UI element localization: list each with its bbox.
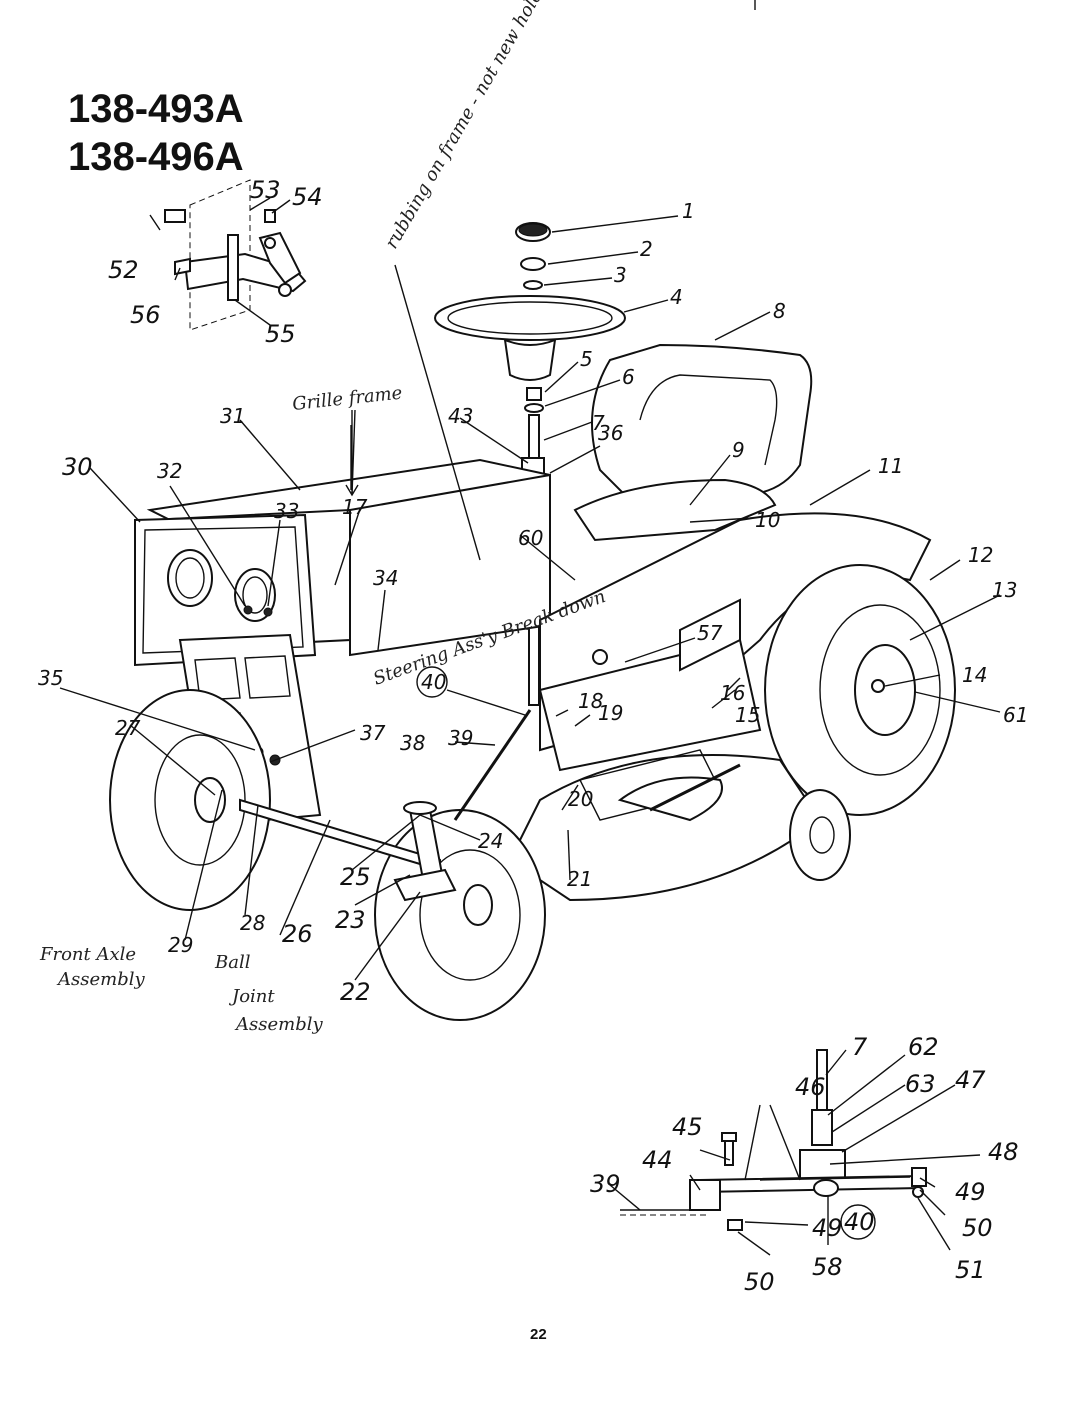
- lever-inset: [164, 179, 307, 331]
- callout-numbers: 1 2 3 4 5 6 7 8 9 10 11 12 13 14 15 16 1…: [38, 176, 1028, 1296]
- callout-17: 17: [342, 495, 368, 519]
- callout-34: 34: [373, 566, 398, 590]
- callout-39b: 39: [590, 1170, 621, 1198]
- callout-50b: 50: [744, 1268, 775, 1296]
- callout-61: 61: [1003, 703, 1028, 727]
- callout-63: 63: [905, 1070, 936, 1098]
- callout-40b: 40: [844, 1208, 875, 1236]
- callout-9: 9: [732, 438, 745, 462]
- callout-33: 33: [274, 499, 299, 523]
- model-number-1: 138-493A: [68, 87, 244, 131]
- callout-16: 16: [720, 681, 745, 705]
- callout-28: 28: [240, 911, 265, 935]
- callout-52: 52: [108, 256, 139, 284]
- callout-29: 29: [168, 933, 193, 957]
- callout-44: 44: [642, 1146, 673, 1174]
- callout-38: 38: [400, 731, 425, 755]
- callout-54: 54: [292, 183, 323, 211]
- callout-50: 50: [962, 1214, 993, 1242]
- page-number: 22: [530, 1326, 547, 1343]
- callout-43: 43: [448, 404, 473, 428]
- callout-20: 20: [568, 787, 593, 811]
- note-rubbing-frame: rubbing on frame - not new hole on frame: [381, 0, 590, 253]
- callout-55: 55: [265, 320, 296, 348]
- callout-8: 8: [773, 299, 786, 323]
- note-front-axle-2: Assembly: [56, 969, 145, 990]
- callout-57: 57: [697, 621, 723, 645]
- model-number-2: 138-496A: [68, 135, 244, 179]
- callout-30: 30: [62, 453, 93, 481]
- callout-12: 12: [968, 543, 993, 567]
- callout-7: 7: [592, 411, 605, 435]
- callout-53: 53: [250, 176, 281, 204]
- callout-45: 45: [672, 1113, 703, 1141]
- mower-deck: [508, 749, 851, 902]
- callout-3: 3: [614, 263, 627, 287]
- callout-35: 35: [38, 666, 63, 690]
- callout-7b: 7: [852, 1033, 868, 1061]
- rear-wheel: [764, 564, 956, 816]
- callout-60: 60: [518, 526, 543, 550]
- callout-40: 40: [421, 670, 446, 694]
- callout-18: 18: [578, 689, 603, 713]
- callout-14: 14: [962, 663, 987, 687]
- callout-5: 5: [580, 347, 593, 371]
- hood: [134, 458, 551, 667]
- callout-15: 15: [735, 703, 760, 727]
- callout-25: 25: [340, 863, 371, 891]
- callout-46: 46: [795, 1073, 826, 1101]
- callout-21: 21: [567, 867, 592, 891]
- callout-48: 48: [988, 1138, 1019, 1166]
- callout-51: 51: [955, 1256, 986, 1284]
- grille-frame-arrow: [345, 410, 359, 497]
- callout-27: 27: [115, 716, 141, 740]
- callout-37: 37: [360, 721, 386, 745]
- callout-40-circle: [416, 666, 448, 698]
- note-front-axle-1: Front Axle: [39, 944, 136, 965]
- leader-lines: [59, 197, 1001, 1256]
- front-wheel-right: [374, 809, 546, 1021]
- callout-40b-circle: [840, 1204, 876, 1240]
- callout-23: 23: [335, 906, 366, 934]
- callout-22: 22: [340, 978, 371, 1006]
- callout-49b: 49: [812, 1214, 843, 1242]
- seat: [573, 343, 813, 542]
- callout-62: 62: [908, 1033, 939, 1061]
- note-ball-joint-3: Assembly: [234, 1014, 323, 1035]
- note-ball-joint-2: Joint: [228, 986, 275, 1007]
- callout-19: 19: [598, 701, 623, 725]
- callout-26: 26: [282, 920, 313, 948]
- callout-31: 31: [220, 404, 245, 428]
- steering-breakdown-inset: [620, 1049, 927, 1231]
- callout-24: 24: [478, 829, 503, 853]
- callout-47: 47: [955, 1066, 986, 1094]
- callout-58: 58: [812, 1253, 843, 1281]
- note-ball-joint-1: Ball: [214, 952, 251, 973]
- callout-6: 6: [622, 365, 635, 389]
- callout-10: 10: [755, 508, 780, 532]
- callout-49: 49: [955, 1178, 986, 1206]
- callout-1: 1: [682, 199, 695, 223]
- callout-39: 39: [448, 726, 473, 750]
- callout-2: 2: [640, 237, 653, 261]
- front-axle: [239, 709, 532, 902]
- callout-32: 32: [157, 459, 182, 483]
- callout-4: 4: [670, 285, 683, 309]
- callout-13: 13: [992, 578, 1017, 602]
- callout-56: 56: [130, 301, 161, 329]
- callout-11: 11: [878, 454, 903, 478]
- callout-36: 36: [598, 421, 623, 445]
- note-grille-frame: Grille frame: [291, 383, 403, 415]
